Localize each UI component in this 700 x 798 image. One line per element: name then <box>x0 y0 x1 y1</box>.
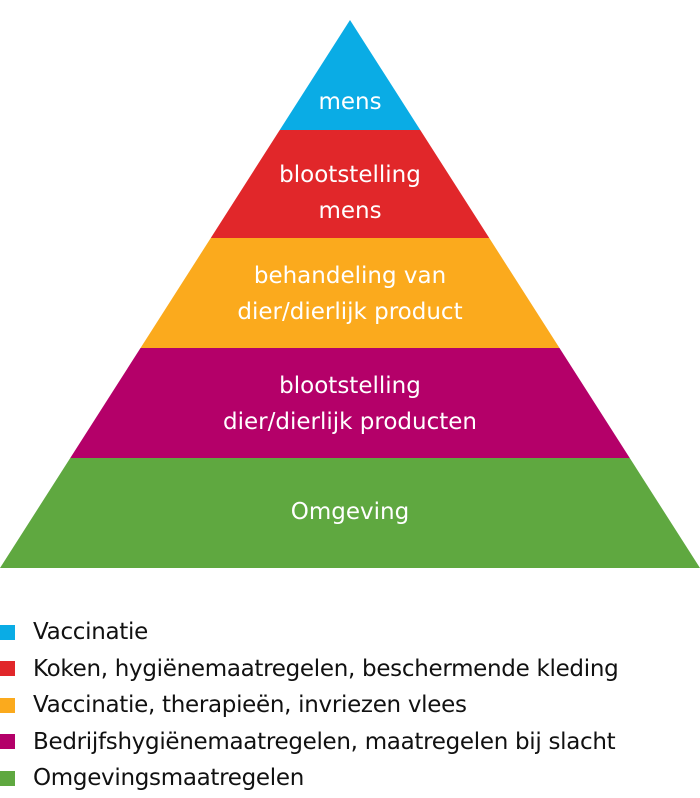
level-label: mens <box>318 198 381 224</box>
level-label: blootstelling <box>279 373 421 399</box>
legend-label: Omgevingsmaatregelen <box>33 765 304 792</box>
legend-item: Vaccinatie, therapieën, invriezen vlees <box>0 687 618 724</box>
legend-swatch <box>0 770 15 786</box>
legend-label: Vaccinatie <box>33 619 148 646</box>
legend-label: Koken, hygiënemaatregelen, beschermende … <box>33 655 619 682</box>
legend-swatch <box>0 734 15 750</box>
level-label: dier/dierlijk producten <box>223 409 477 435</box>
pyramid-diagram: mens blootstelling mens behandeling van … <box>0 20 700 568</box>
legend-swatch <box>0 661 15 677</box>
pyramid-level-5 <box>0 458 700 568</box>
level-label: Omgeving <box>291 499 409 525</box>
legend-item: Bedrijfshygiënemaatregelen, maatregelen … <box>0 724 618 761</box>
legend-swatch <box>0 697 15 713</box>
level-label: mens <box>318 89 381 115</box>
legend-label: Bedrijfshygiënemaatregelen, maatregelen … <box>33 728 616 755</box>
level-label: blootstelling <box>279 162 421 188</box>
legend-item: Vaccinatie <box>0 614 618 651</box>
legend-item: Omgevingsmaatregelen <box>0 760 618 797</box>
legend-swatch <box>0 624 15 640</box>
pyramid-level-3 <box>140 238 560 348</box>
pyramid-level-2 <box>210 130 490 238</box>
pyramid-level-1 <box>279 20 421 130</box>
legend-item: Koken, hygiënemaatregelen, beschermende … <box>0 651 619 688</box>
level-label: behandeling van <box>254 263 446 289</box>
legend: Vaccinatie Koken, hygiënemaatregelen, be… <box>0 614 619 797</box>
pyramid-level-4 <box>70 348 630 458</box>
legend-label: Vaccinatie, therapieën, invriezen vlees <box>33 692 467 719</box>
level-label: dier/dierlijk product <box>237 299 462 325</box>
